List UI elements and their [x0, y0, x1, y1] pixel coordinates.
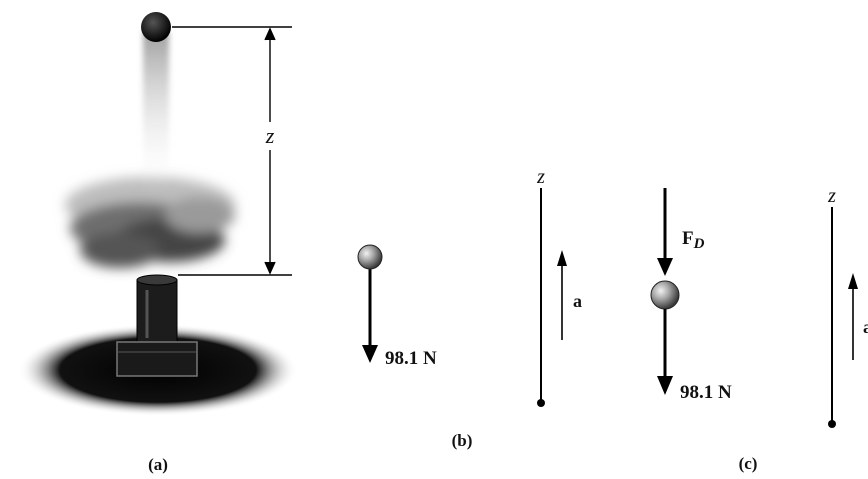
z-axis-label-c: z: [827, 185, 836, 207]
weight-label-b: 98.1 N: [385, 348, 437, 369]
falling-ball: [141, 12, 171, 42]
panel-a-caption: (a): [148, 455, 168, 474]
ball-c: [650, 280, 680, 310]
height-z-label: z: [265, 123, 275, 148]
panel-c-caption: (c): [739, 454, 758, 473]
height-dimension: [172, 26, 292, 276]
chimney-stack: [116, 274, 198, 377]
accel-label-c: a: [863, 317, 868, 337]
drag-force-label: FD: [682, 228, 705, 252]
weight-label-c: 98.1 N: [680, 382, 732, 403]
ball-b: [357, 244, 383, 270]
panel-b-free-body: 98.1 N z a (b): [357, 166, 582, 450]
accel-label-b: a: [573, 291, 582, 311]
smoke-cloud: [65, 177, 235, 268]
panel-c-free-body: FD 98.1 N z a (c): [650, 185, 868, 473]
panel-b-caption: (b): [452, 431, 473, 450]
panel-a-illustration: z (a): [18, 12, 298, 474]
z-axis-label-b: z: [536, 166, 545, 188]
falling-trail: [143, 32, 169, 192]
